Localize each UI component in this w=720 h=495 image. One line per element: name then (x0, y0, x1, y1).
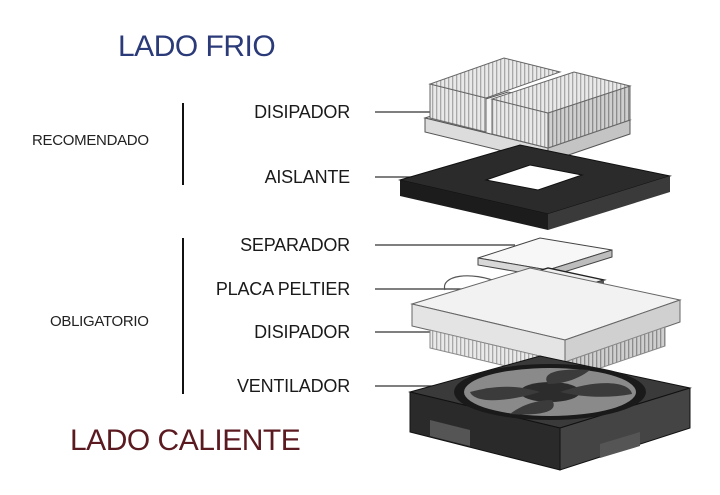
cold-side-title: LADO FRIO (118, 30, 276, 63)
part-label-separator: SEPARADOR (240, 235, 350, 255)
hot-side-title: LADO CALIENTE (70, 424, 301, 457)
group-label-recommended: RECOMENDADO (32, 132, 149, 149)
part-label-insulator: AISLANTE (264, 167, 351, 187)
part-label-heatsink-bottom: DISIPADOR (254, 322, 350, 342)
insulator-part (398, 144, 672, 230)
top-heatsink-part (423, 57, 632, 163)
group-label-mandatory: OBLIGATORIO (50, 313, 149, 330)
bracket-recommended (182, 103, 184, 185)
part-label-peltier-plate: PLACA PELTIER (215, 279, 350, 299)
part-label-heatsink-top: DISIPADOR (254, 102, 350, 122)
part-label-fan: VENTILADOR (236, 376, 350, 396)
bracket-mandatory (182, 238, 184, 394)
fan-part (408, 355, 692, 471)
